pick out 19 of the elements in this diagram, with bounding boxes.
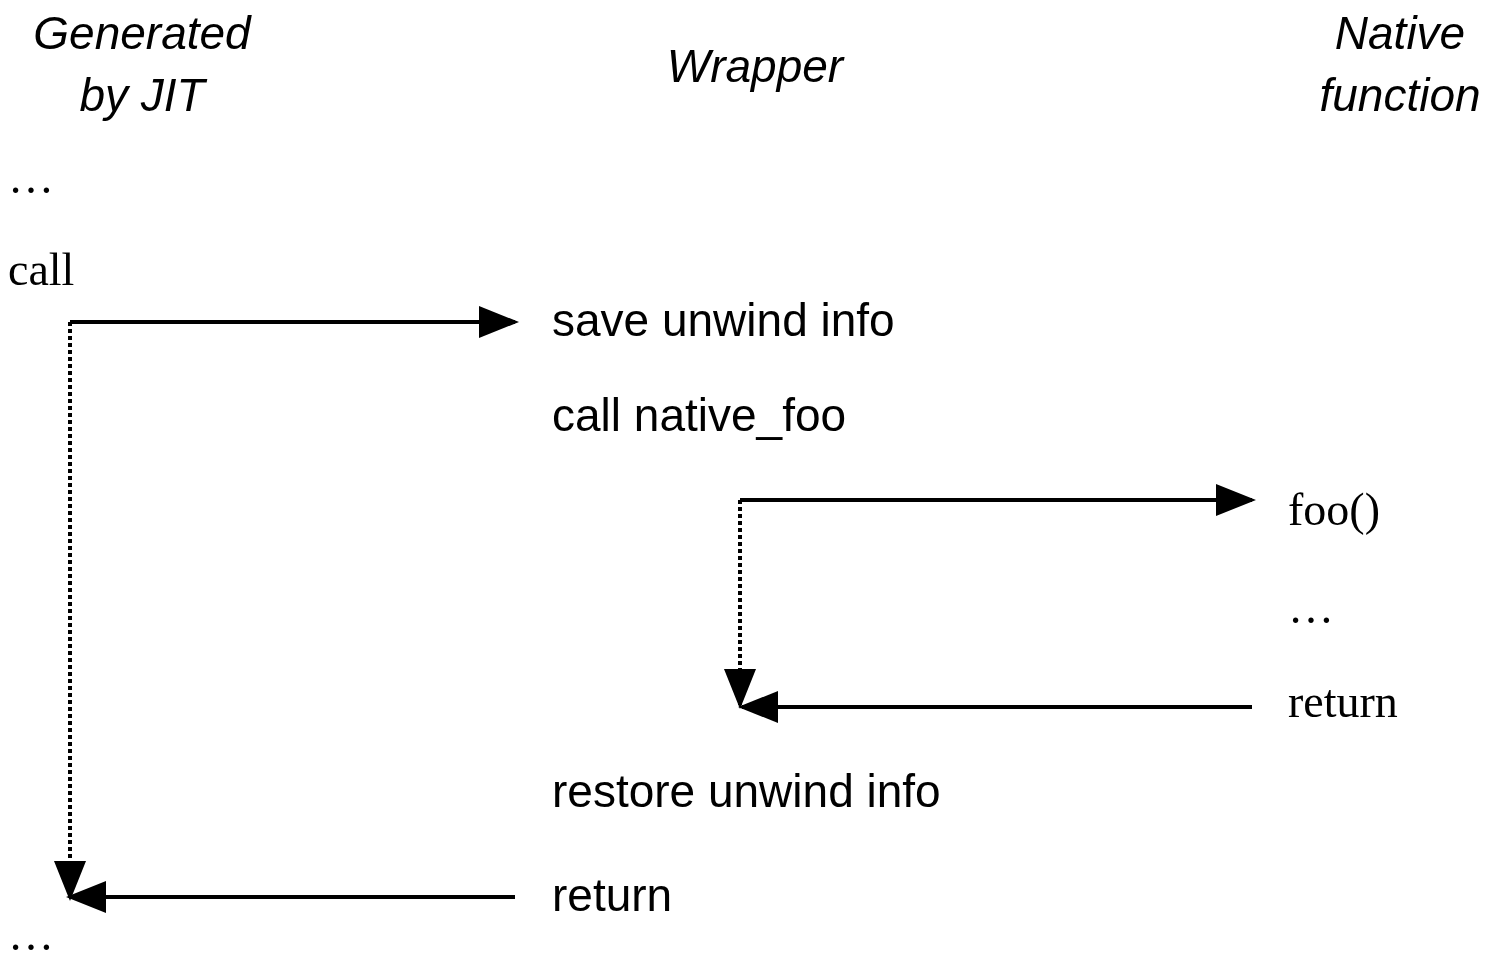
instruction-text: call bbox=[8, 245, 98, 322]
instruction-text: call native_foo bbox=[552, 390, 912, 500]
arrow bbox=[70, 306, 519, 338]
column-heading: Generated by JIT bbox=[32, 6, 253, 123]
instruction-text: return bbox=[515, 865, 705, 929]
instruction-text: save unwind info bbox=[515, 290, 975, 354]
function-text: foo() bbox=[1252, 480, 1412, 540]
dotted-arrow bbox=[54, 322, 86, 901]
arrow bbox=[740, 484, 1256, 516]
arrow bbox=[66, 881, 515, 913]
instruction-text: return bbox=[1252, 672, 1432, 732]
ellipsis-text: … bbox=[8, 155, 54, 201]
arrow bbox=[738, 691, 1252, 723]
instruction-text: restore unwind info bbox=[552, 768, 941, 814]
column-heading: Wrapper bbox=[665, 39, 846, 94]
dotted-arrow bbox=[724, 500, 756, 709]
ellipsis-text: … bbox=[8, 912, 54, 958]
ellipsis-text: … bbox=[1288, 585, 1334, 631]
column-heading: Native function bbox=[1318, 6, 1482, 123]
